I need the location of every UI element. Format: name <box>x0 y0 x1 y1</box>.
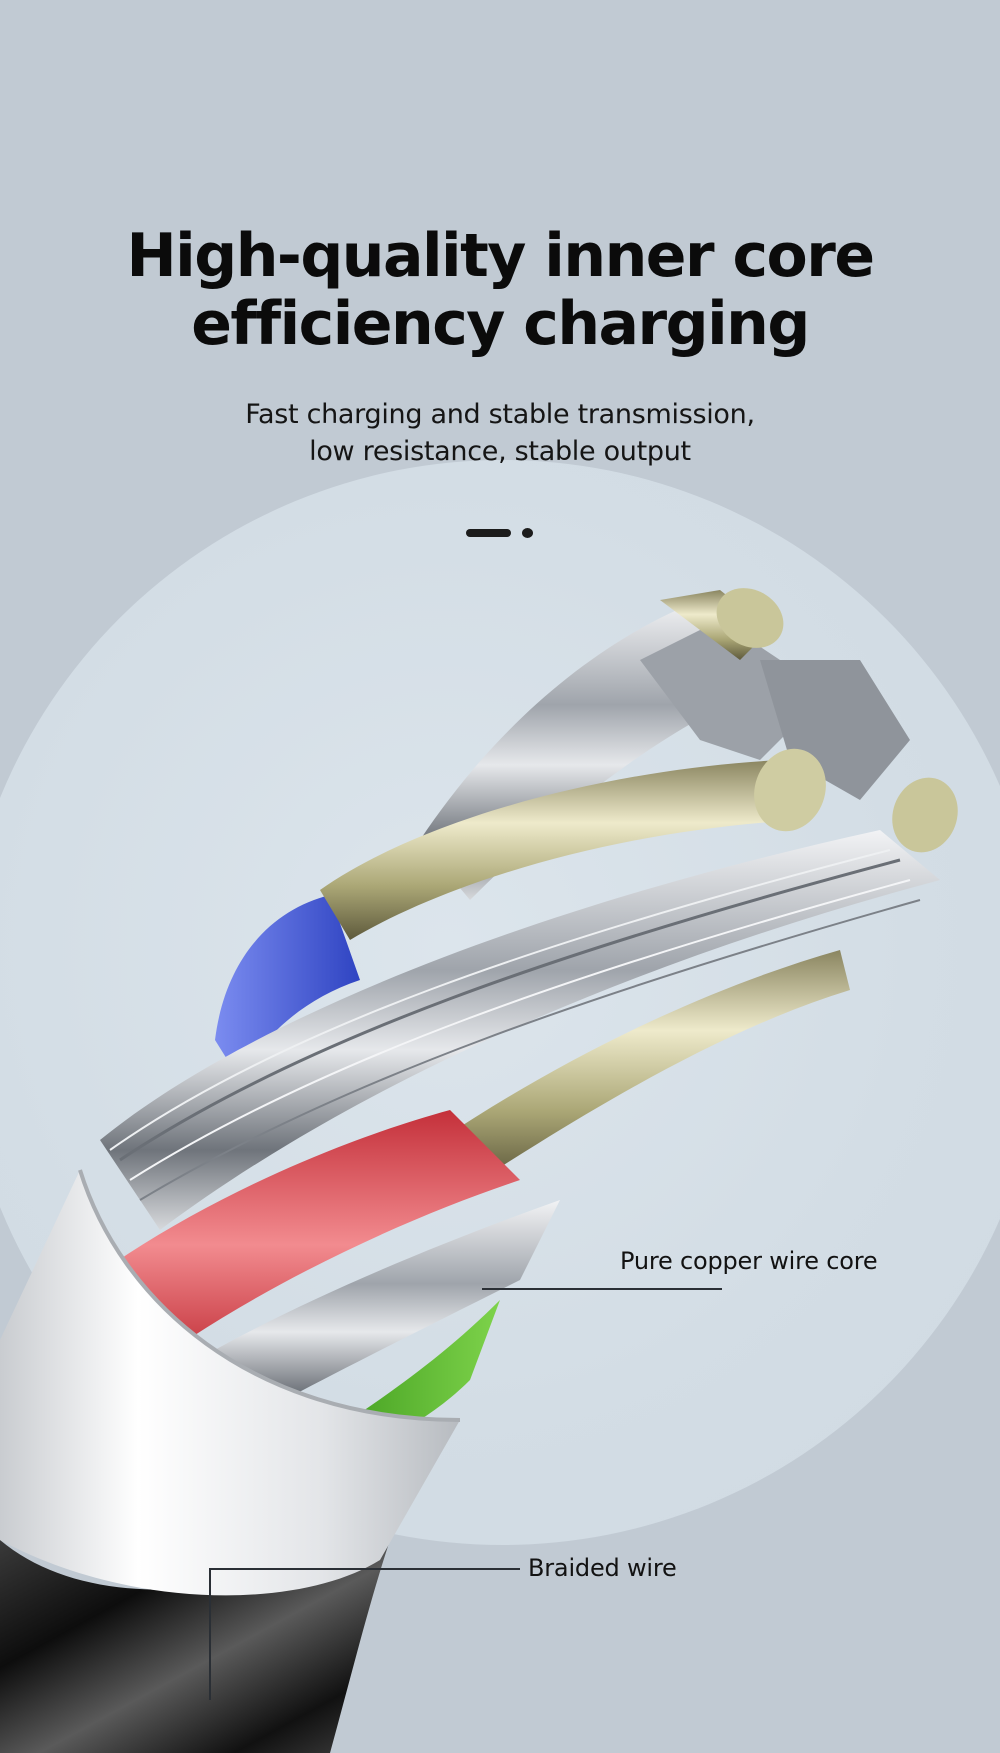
subheading-line-2: low resistance, stable output <box>309 436 691 467</box>
copper-conductor-main <box>320 760 800 940</box>
strand-bundle-main <box>100 830 940 1230</box>
braided-wire-leader-line-vertical <box>209 1568 211 1700</box>
braided-jacket <box>0 1540 390 1753</box>
headline-line-1: High-quality inner core <box>126 221 875 291</box>
subheading-line-1: Fast charging and stable transmission, <box>245 399 755 430</box>
indicator-active-dash[interactable] <box>466 529 511 537</box>
indicator-dot[interactable] <box>522 528 533 538</box>
headline: High-quality inner core efficiency charg… <box>0 222 1000 358</box>
headline-line-2: efficiency charging <box>191 289 810 359</box>
white-sleeve <box>0 1170 460 1596</box>
copper-core-leader-line <box>482 1288 722 1290</box>
red-insulation <box>90 1110 520 1380</box>
copper-core-callout: Pure copper wire core <box>620 1247 878 1275</box>
copper-conductor-lower <box>440 950 850 1180</box>
braided-wire-leader-line-horizontal <box>210 1568 520 1570</box>
blue-insulation <box>215 895 360 1080</box>
subheading: Fast charging and stable transmission, l… <box>0 396 1000 470</box>
braided-wire-callout: Braided wire <box>528 1554 677 1582</box>
